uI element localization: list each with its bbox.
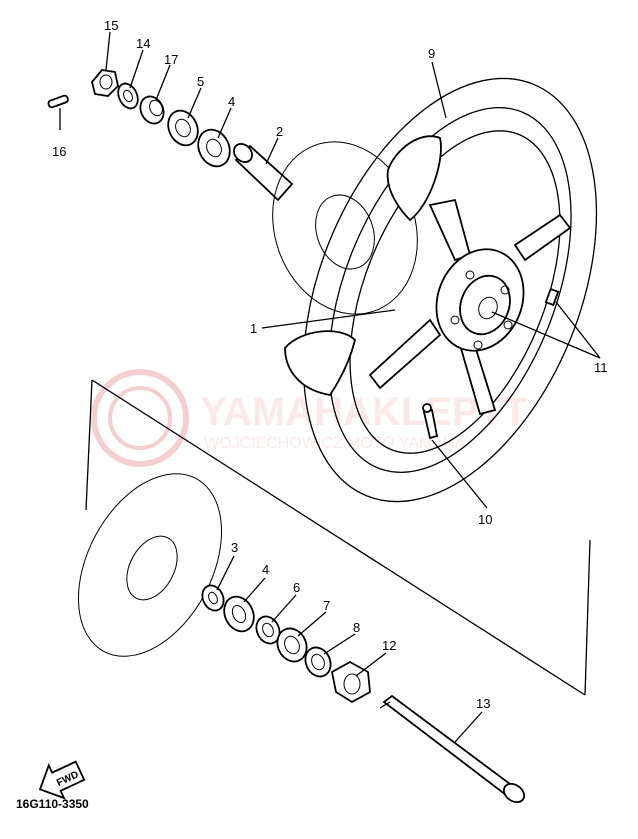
part-2-spacer — [233, 143, 294, 202]
part-15-nut — [91, 69, 119, 97]
callout-labels: 15 14 17 5 4 2 16 9 1 11 10 3 4 6 7 8 12… — [52, 18, 608, 711]
watermark-logo — [91, 369, 189, 467]
part-9-tire-and-wheel — [284, 77, 598, 503]
diagram-code: 16G110-3350 — [16, 797, 89, 811]
part-16-pin — [47, 94, 69, 109]
part-13-wheel-axle — [379, 694, 526, 803]
callout-17: 17 — [164, 52, 178, 67]
part-17-collar — [139, 95, 165, 125]
exploded-guide-lines — [85, 379, 591, 696]
callout-16: 16 — [52, 144, 66, 159]
part-14-washer — [117, 82, 139, 110]
callout-7: 7 — [323, 598, 330, 613]
callout-2: 2 — [276, 124, 283, 139]
callout-10: 10 — [478, 512, 492, 527]
part-5-oil-seal — [167, 109, 199, 147]
callout-8: 8 — [353, 620, 360, 635]
watermark: YAMAHAKLEPTT WOJCIECHOWICZ MOTO YAMAHA — [91, 369, 527, 467]
callout-11: 11 — [594, 360, 608, 375]
callout-4-lower: 4 — [262, 562, 269, 577]
leader-lines-upper — [59, 31, 601, 509]
callout-3: 3 — [231, 540, 238, 555]
callout-9: 9 — [428, 46, 435, 61]
callout-5: 5 — [197, 74, 204, 89]
part-12-meter-gear-unit — [330, 660, 371, 704]
callout-6: 6 — [293, 580, 300, 595]
forward-arrow-icon: FWD — [38, 760, 86, 800]
part-4-bearing-upper — [197, 128, 231, 168]
watermark-sub-text: WOJCIECHOWICZ MOTO YAMAHA — [204, 435, 466, 452]
callout-14: 14 — [136, 36, 150, 51]
part-4-bearing-lower — [223, 595, 255, 633]
callout-1: 1 — [250, 321, 257, 336]
callout-4-upper: 4 — [228, 94, 235, 109]
part-3-bearing — [201, 584, 225, 612]
part-6-circlip — [255, 615, 281, 645]
brake-disc-lower — [77, 473, 223, 657]
leader-lines-lower — [216, 555, 483, 743]
callout-13: 13 — [476, 696, 490, 711]
part-7-oil-seal — [276, 627, 308, 663]
part-8-collar — [304, 646, 332, 678]
callout-15: 15 — [104, 18, 118, 33]
watermark-main-text: YAMAHAKLEPTT — [200, 390, 527, 434]
callout-12: 12 — [382, 638, 396, 653]
